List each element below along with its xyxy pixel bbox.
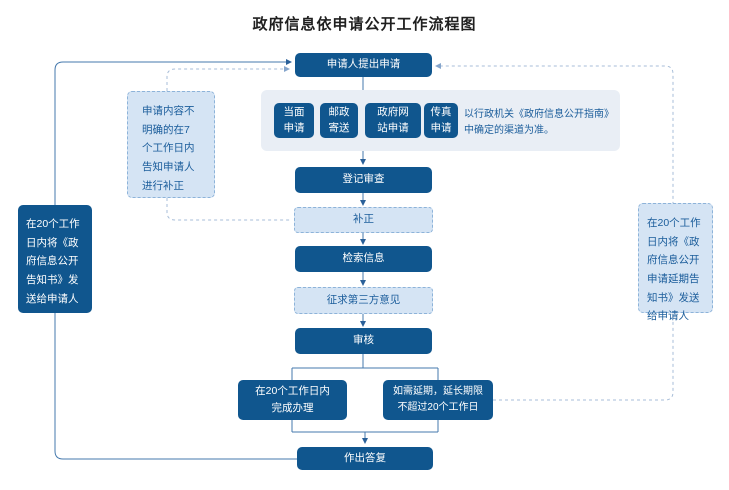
note-extension: 在20个工作日内将《政府信息公开申请延期告知书》发送给申请人 bbox=[638, 203, 713, 322]
node-complete: 在20个工作日内 完成办理 bbox=[238, 380, 347, 420]
page-title: 政府信息依申请公开工作流程图 bbox=[252, 16, 477, 33]
note-correction: 申请内容不明确的在7个工作日内告知申请人进行补正 bbox=[127, 91, 215, 198]
node-channel-in-person: 当面 申请 bbox=[274, 103, 314, 138]
node-search: 检索信息 bbox=[295, 246, 432, 272]
note-reply: 在20个工作日内将《政府信息公开告知书》发送给申请人 bbox=[18, 205, 92, 313]
node-channel-postal: 邮政 寄送 bbox=[320, 103, 358, 138]
node-apply: 申请人提出申请 bbox=[295, 53, 432, 77]
channels-note: 以行政机关《政府信息公开指南》 中确定的渠道为准。 bbox=[464, 109, 614, 136]
node-reply: 作出答复 bbox=[297, 447, 433, 470]
node-channel-website: 政府网 站申请 bbox=[365, 103, 421, 138]
node-review: 审核 bbox=[295, 328, 432, 354]
node-correction: 补正 bbox=[294, 207, 433, 233]
node-register: 登记审查 bbox=[295, 167, 432, 193]
node-channel-fax: 传真 申请 bbox=[424, 103, 458, 138]
node-extend: 如需延期，延长期限 不超过20个工作日 bbox=[383, 380, 493, 420]
node-third-party: 征求第三方意见 bbox=[294, 287, 433, 314]
